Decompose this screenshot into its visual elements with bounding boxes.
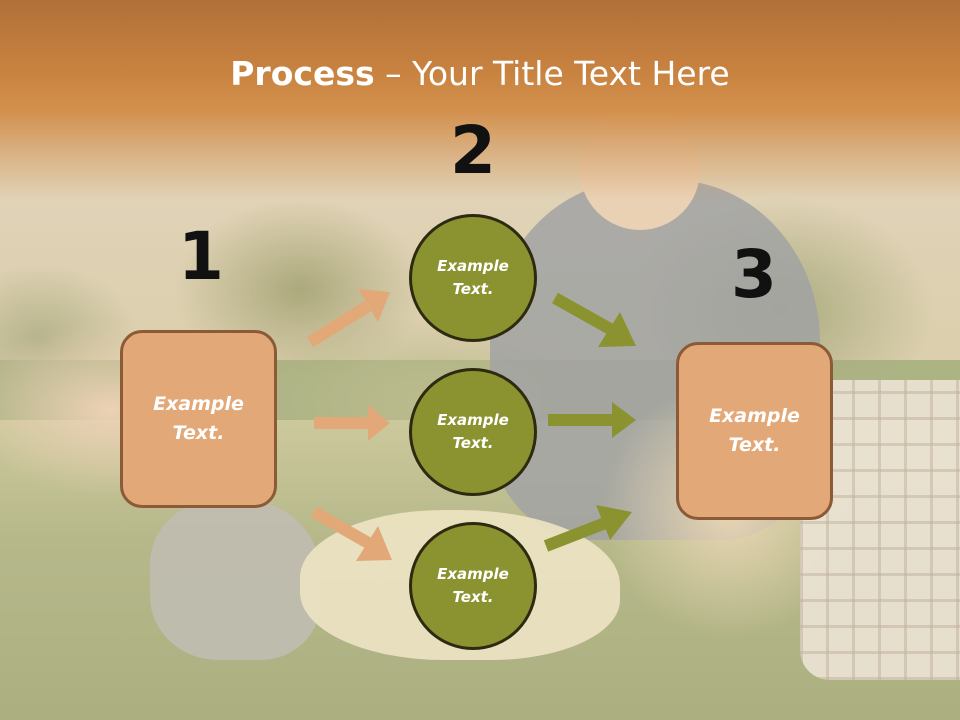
circle-text-1: Example Text. xyxy=(437,257,509,298)
step-number-3: 3 xyxy=(731,236,777,313)
slide-title[interactable]: Process – Your Title Text Here xyxy=(0,54,960,93)
circle-text-3: Example Text. xyxy=(437,565,509,606)
step-number-1: 1 xyxy=(178,218,224,295)
right-arrow-icon xyxy=(548,402,636,438)
title-bold: Process xyxy=(230,54,375,93)
process-circle-3[interactable]: Example Text. xyxy=(409,522,537,650)
right-arrow-icon xyxy=(311,506,392,561)
photo-shorts xyxy=(150,500,320,660)
left-box-text: Example Text. xyxy=(153,393,244,444)
step-number-2: 2 xyxy=(450,112,496,189)
title-rest: – Your Title Text Here xyxy=(374,54,730,93)
right-arrow-icon xyxy=(552,292,636,347)
right-arrow-icon xyxy=(306,289,390,348)
title-band xyxy=(0,0,960,200)
right-arrow-icon xyxy=(543,505,632,552)
process-circle-1[interactable]: Example Text. xyxy=(409,214,537,342)
right-box-text: Example Text. xyxy=(709,405,800,456)
right-arrow-icon xyxy=(314,405,390,441)
left-process-box[interactable]: Example Text. xyxy=(120,330,277,508)
right-process-box[interactable]: Example Text. xyxy=(676,342,833,520)
process-circle-2[interactable]: Example Text. xyxy=(409,368,537,496)
circle-text-2: Example Text. xyxy=(437,411,509,452)
